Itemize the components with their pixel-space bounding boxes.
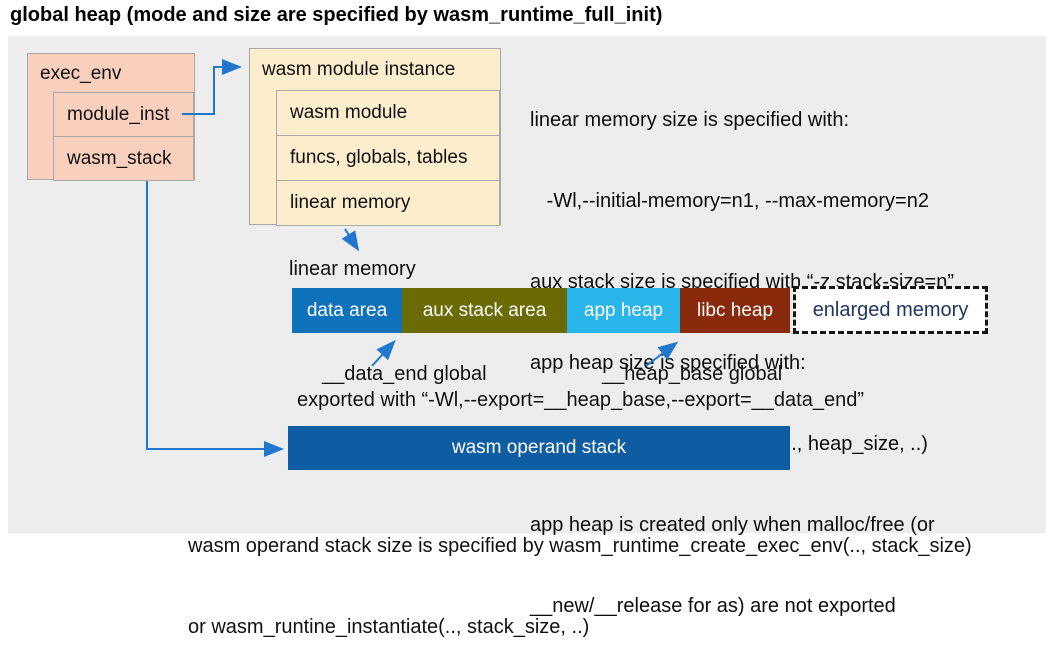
page-title: global heap (mode and size are specified…	[10, 4, 663, 26]
module-instance-row-wasm-module: wasm module	[276, 90, 500, 136]
segment-app-heap: app heap	[567, 288, 680, 333]
note-line: app heap is created only when malloc/fre…	[530, 514, 935, 536]
exec-env-box: exec_env module_inst wasm_stack	[27, 53, 195, 181]
linear-memory-label: linear memory	[289, 258, 416, 280]
segment-libc-heap: libc heap	[680, 288, 790, 333]
exec-env-row-wasm-stack: wasm_stack	[53, 136, 194, 181]
operand-stack-notes: wasm operand stack size is specified by …	[188, 479, 972, 668]
operand-stack-bar: wasm operand stack	[288, 426, 790, 470]
data-end-global-label: __data_end global	[322, 363, 487, 385]
module-instance-row-linear-memory: linear memory	[276, 180, 500, 226]
linear-memory-bar: data area aux stack area app heap libc h…	[292, 286, 988, 334]
diagram-page: { "title": "global heap (mode and size a…	[8, 4, 1046, 638]
exec-env-header: exec_env	[40, 62, 122, 84]
module-instance-row-funcs-globals-tables: funcs, globals, tables	[276, 135, 500, 181]
segment-aux-stack-area: aux stack area	[402, 288, 567, 333]
segment-enlarged-memory: enlarged memory	[793, 286, 988, 334]
note-line: or wasm_runtine_instantiate(.., stack_si…	[188, 616, 590, 638]
note-line: app heap size is specified with:	[530, 352, 806, 374]
module-instance-header: wasm module instance	[262, 59, 456, 80]
note-line: linear memory size is specified with:	[530, 109, 849, 131]
segment-data-area: data area	[292, 288, 402, 333]
exec-env-row-module-inst: module_inst	[53, 92, 194, 137]
export-flags-note: exported with “-Wl,--export=__heap_base,…	[297, 389, 864, 411]
note-line: -Wl,--initial-memory=n1, --max-memory=n2	[530, 190, 929, 212]
heap-base-global-label: __heap_base global	[602, 363, 783, 385]
operand-stack-label: wasm operand stack	[451, 437, 627, 458]
module-instance-box: wasm module instance wasm module funcs, …	[249, 48, 501, 226]
